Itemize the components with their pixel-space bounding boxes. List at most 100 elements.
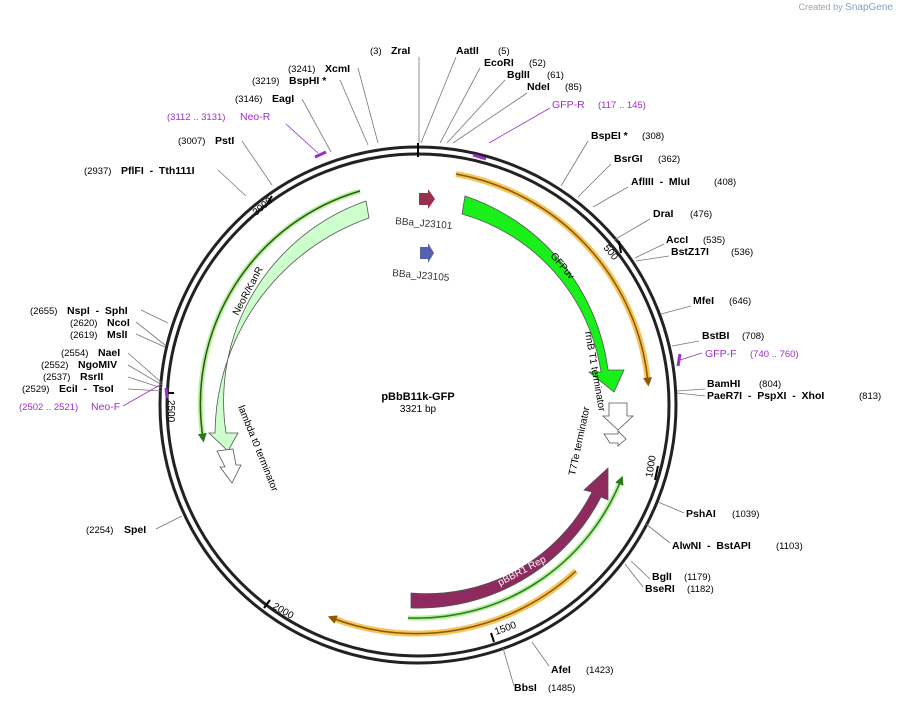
enzyme-drai: DraI — [653, 208, 674, 220]
promoter-j23105-label: BBa_J23105 — [392, 268, 450, 284]
tick-marks: 500 1000 1500 2000 2500 3000 — [165, 195, 659, 643]
terminator-rrnb-arrow — [601, 402, 635, 431]
enzyme-bseri: BseRI — [645, 583, 675, 595]
enzyme-nspi-sphi: NspI - SphI — [67, 305, 128, 317]
enzyme-eagi: EagI — [272, 93, 294, 105]
rep-orf-line — [327, 570, 577, 635]
enzyme-bbsi: BbsI — [514, 682, 537, 694]
credit-prefix: Created by — [798, 2, 843, 12]
plasmid-name: pBbB11k-GFP — [381, 391, 454, 403]
enzyme-bsrgi-pos: (362) — [658, 154, 680, 165]
primer-marks — [164, 150, 682, 399]
primer-leaders — [122, 107, 703, 407]
terminator-t7te-arrow — [603, 430, 627, 447]
primer-gfp-r-pos: (117 .. 145) — [598, 100, 646, 111]
enzyme-bamhi: BamHI — [707, 378, 740, 390]
enzyme-pflfi-pos: (2937) — [84, 166, 111, 177]
enzyme-zrai: ZraI — [391, 45, 410, 57]
enzyme-bsphi: BspHI * — [289, 75, 327, 87]
enzyme-ngomiv-pos: (2552) — [41, 360, 68, 371]
enzyme-bglii-pos: (61) — [547, 70, 564, 81]
enzyme-ndei: NdeI — [527, 81, 550, 93]
enzyme-ecori: EcoRI — [484, 57, 514, 69]
enzyme-alwni-bstapi-pos: (1103) — [776, 541, 803, 552]
enzyme-ncoi-pos: (2620) — [70, 318, 97, 329]
enzyme-msli-pos: (2619) — [70, 330, 97, 341]
enzyme-bgli-pos: (1179) — [684, 572, 711, 583]
enzyme-labels: (3) ZraI AatII (5) EcoRI (52) BglII (61)… — [22, 45, 881, 694]
terminator-lambda-arrow — [216, 448, 242, 484]
enzyme-pshai: PshAI — [686, 508, 716, 520]
snapgene-brand: SnapGene — [845, 2, 893, 13]
primer-neo-r: Neo-R — [240, 111, 271, 123]
enzyme-xcmi-pos: (3241) — [288, 64, 315, 75]
promoter-j23105 — [420, 243, 434, 263]
snapgene-credit: Created by SnapGene — [799, 2, 893, 13]
enzyme-ndei-pos: (85) — [565, 82, 582, 93]
enzyme-bbsi-pos: (1485) — [548, 683, 575, 694]
enzyme-pflfi: PflFI - Tth111I — [121, 165, 195, 177]
enzyme-ngomiv: NgoMIV — [78, 359, 117, 371]
neo-feature — [207, 200, 370, 452]
enzyme-mfei: MfeI — [693, 295, 714, 307]
tick-1000: 1000 — [644, 454, 659, 478]
enzyme-bgli: BglI — [652, 571, 672, 583]
enzyme-aatii: AatII — [456, 45, 479, 57]
tick-2500: 2500 — [165, 400, 176, 423]
primer-neo-f: Neo-F — [91, 401, 120, 413]
enzyme-paer7i-group-pos: (813) — [859, 391, 881, 402]
enzyme-ecori-pos: (52) — [529, 58, 546, 69]
enzyme-bseri-pos: (1182) — [687, 584, 714, 595]
enzyme-ecii-tsoi-pos: (2529) — [22, 384, 49, 395]
enzyme-psti: PstI — [215, 135, 234, 147]
enzyme-bsrgi: BsrGI — [614, 153, 643, 165]
rep-label: pBBR1 Rep — [496, 554, 548, 589]
rep-feature — [410, 467, 609, 609]
enzyme-zrai-pos: (3) — [370, 46, 382, 57]
primer-gfp-r: GFP-R — [552, 99, 585, 111]
enzyme-ncoi: NcoI — [107, 317, 130, 329]
gfp-orf-line — [455, 173, 653, 387]
enzyme-ecii-tsoi: EciI - TsoI — [59, 383, 114, 395]
primer-neo-f-pos: (2502 .. 2521) — [19, 402, 78, 413]
enzyme-alwni-bstapi: AlwNI - BstAPI — [672, 540, 751, 552]
enzyme-mfei-pos: (646) — [729, 296, 751, 307]
enzyme-eagi-pos: (3146) — [235, 94, 262, 105]
tick-500: 500 — [601, 243, 620, 263]
enzyme-naei: NaeI — [98, 347, 120, 359]
enzyme-afei-pos: (1423) — [586, 665, 613, 676]
enzyme-spei: SpeI — [124, 524, 146, 536]
primer-gfp-f-pos: (740 .. 760) — [750, 349, 799, 360]
gfp-feature — [461, 195, 625, 393]
enzyme-rsrii: RsrII — [80, 371, 103, 383]
promoter-j23101-label: BBa_J23101 — [395, 216, 453, 232]
enzyme-bsphi-pos: (3219) — [252, 76, 279, 87]
enzyme-bspei: BspEI * — [591, 130, 629, 142]
tick-3000: 3000 — [251, 195, 275, 218]
enzyme-bstz17i: BstZ17I — [671, 246, 709, 258]
enzyme-naei-pos: (2554) — [61, 348, 88, 359]
enzyme-rsrii-pos: (2537) — [43, 372, 70, 383]
enzyme-bspei-pos: (308) — [642, 131, 664, 142]
enzyme-bamhi-pos: (804) — [759, 379, 781, 390]
enzyme-acci: AccI — [666, 234, 688, 246]
enzyme-xcmi: XcmI — [325, 63, 350, 75]
enzyme-afei: AfeI — [551, 664, 571, 676]
neo-orf-line — [197, 190, 361, 443]
enzyme-bstbi: BstBI — [702, 330, 730, 342]
terminator-lambda-label: lambda t0 terminator — [235, 404, 280, 494]
enzyme-drai-pos: (476) — [690, 209, 712, 220]
promoter-j23101 — [419, 189, 435, 209]
primer-neo-r-pos: (3112 .. 3131) — [167, 112, 225, 123]
enzyme-pshai-pos: (1039) — [732, 509, 759, 520]
enzyme-afliii-mlui: AflIII - MluI — [631, 176, 690, 188]
enzyme-msli: MslI — [107, 329, 128, 341]
enzyme-psti-pos: (3007) — [178, 136, 205, 147]
primer-gfp-f: GFP-F — [705, 348, 737, 360]
enzyme-acci-pos: (535) — [703, 235, 725, 246]
enzyme-aatii-pos: (5) — [498, 46, 510, 57]
enzyme-afliii-mlui-pos: (408) — [714, 177, 736, 188]
enzyme-paer7i-group: PaeR7I - PspXI - XhoI — [707, 390, 824, 402]
primer-labels: GFP-R (117 .. 145) GFP-F (740 .. 760) (2… — [19, 99, 799, 413]
